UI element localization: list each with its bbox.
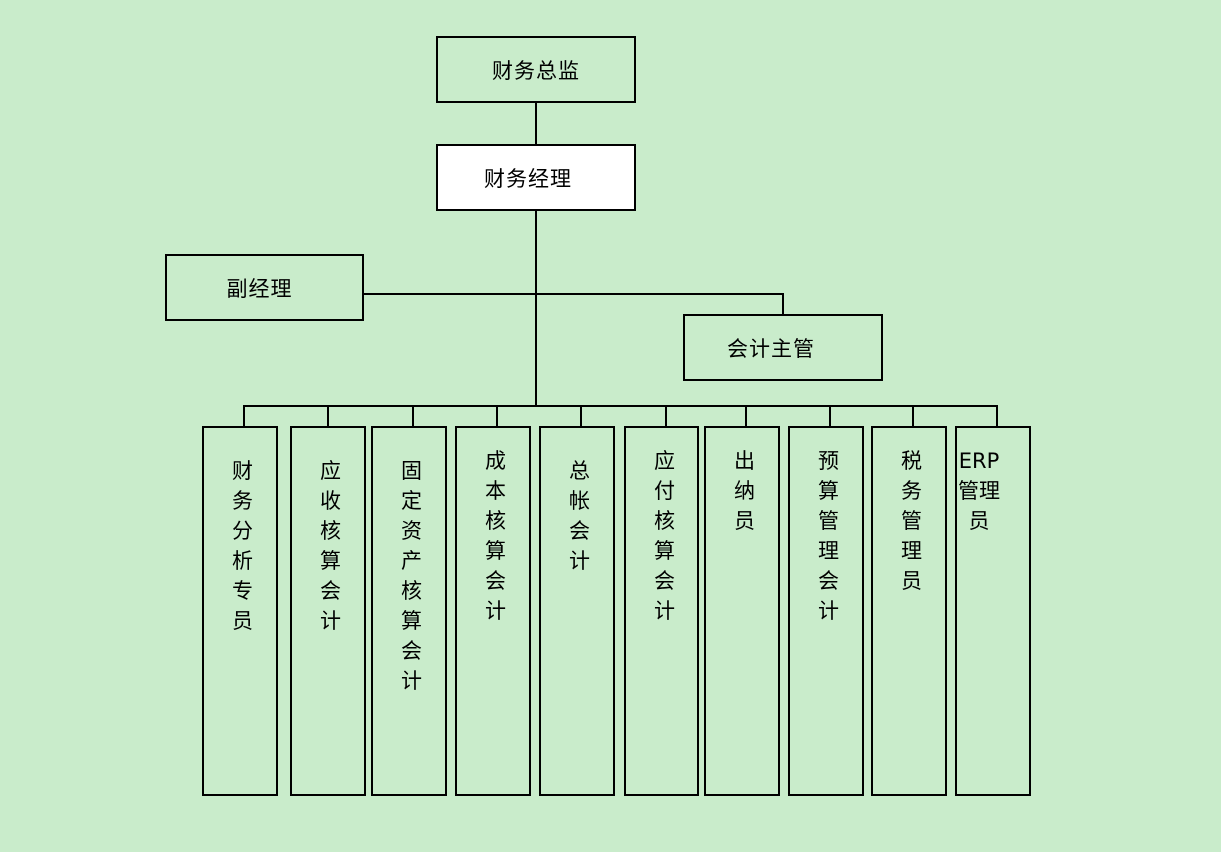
connector-supervisor-drop [782,293,784,315]
role-label: 应收核算会计 [320,459,341,633]
role-box: 应付核算会计 [624,426,699,796]
role-box: 预算管理会计 [788,426,864,796]
role-label: 总帐会计 [569,459,590,573]
role-box: 总帐会计 [539,426,615,796]
role-label: 财务分析专员 [232,459,253,633]
role-box: 成本核算会计 [455,426,531,796]
connector-role-drop [912,405,914,427]
connector-role-drop [996,405,998,427]
connector-cfo-manager [535,101,537,145]
connector-role-drop [496,405,498,427]
cfo-label: 财务总监 [492,58,580,83]
role-box: ERP管理员 [955,426,1031,796]
role-box: 应收核算会计 [290,426,366,796]
role-label: 固定资产核算会计 [401,459,422,693]
connector-deputy-horizontal [362,293,784,295]
role-box: 税务管理员 [871,426,947,796]
role-label: 出纳员 [734,449,755,533]
role-box: 财务分析专员 [202,426,278,796]
role-label: 预算管理会计 [818,449,839,623]
role-label: 成本核算会计 [485,449,506,623]
connector-role-drop [829,405,831,427]
connector-manager-trunk [535,209,537,405]
connector-roles-bus [243,405,998,407]
finance-manager-label: 财务经理 [484,166,572,191]
deputy-manager-box: 副经理 [165,254,364,321]
connector-role-drop [327,405,329,427]
connector-role-drop [745,405,747,427]
deputy-manager-label: 副经理 [226,276,293,301]
role-box: 固定资产核算会计 [371,426,447,796]
role-label: 应付核算会计 [654,449,675,623]
cfo-box: 财务总监 [436,36,636,103]
connector-role-drop [243,405,245,427]
finance-manager-box: 财务经理 [436,144,636,211]
accounting-supervisor-box: 会计主管 [683,314,883,381]
role-label: ERP管理员 [958,449,1000,533]
connector-role-drop [412,405,414,427]
connector-role-drop [580,405,582,427]
accounting-supervisor-label: 会计主管 [727,336,815,361]
connector-role-drop [665,405,667,427]
role-label: 税务管理员 [901,449,922,593]
role-box: 出纳员 [704,426,780,796]
